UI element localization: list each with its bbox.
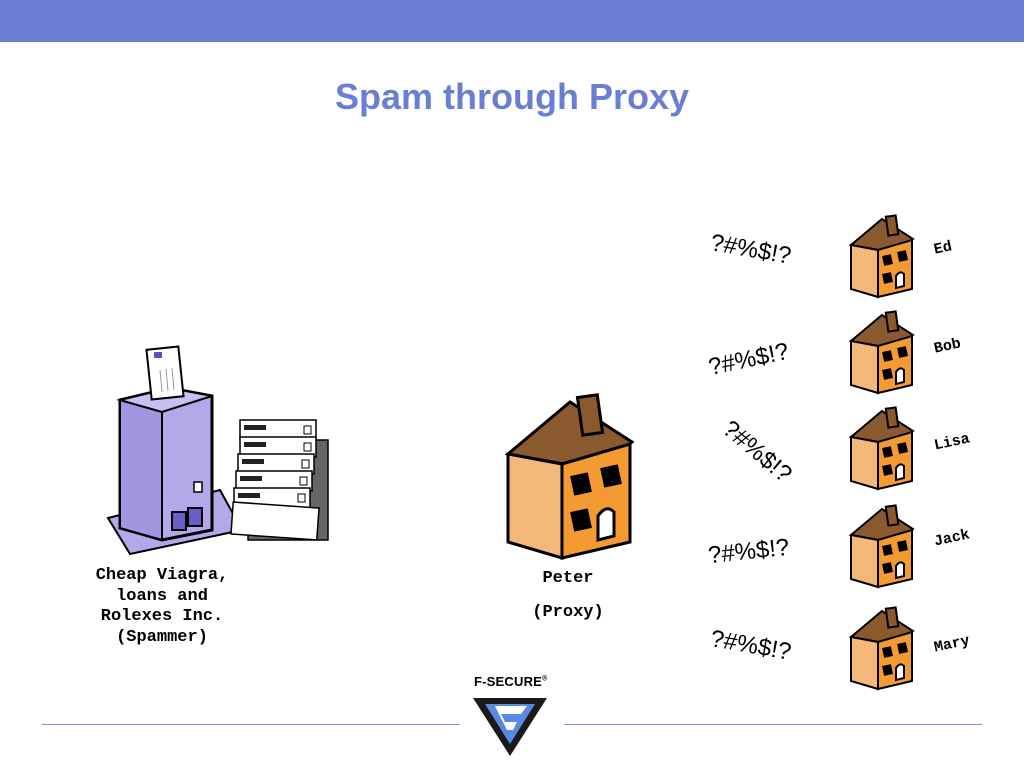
recipient-name: Lisa xyxy=(932,430,972,455)
recipient-house-icon xyxy=(848,504,915,589)
reaction-text: ?#%$!? xyxy=(708,229,794,270)
slide-title: Spam through Proxy xyxy=(334,76,690,117)
recipient-house-icon xyxy=(848,310,915,395)
recipient-house-icon xyxy=(848,406,915,491)
proxy-role: (Proxy) xyxy=(532,603,604,622)
recipient-name: Jack xyxy=(932,526,972,551)
mail-server-icon xyxy=(106,345,329,556)
recipient-name: Bob xyxy=(932,335,963,358)
spammer-label: Cheap Viagra, loans and Rolexes Inc. (Sp… xyxy=(95,566,229,647)
reaction-text: ?#%$!? xyxy=(708,625,794,666)
top-band xyxy=(0,0,1024,42)
proxy-name: Peter xyxy=(542,569,594,588)
brand-logo-text: F-SECURE® xyxy=(474,674,548,689)
brand-logo-mark-icon xyxy=(473,698,547,756)
reaction-text: ?#%$!? xyxy=(705,337,792,382)
footer-rule-left xyxy=(42,724,460,725)
recipient-name: Ed xyxy=(932,238,954,259)
reaction-text: ?#%$!? xyxy=(717,415,797,489)
recipient-house-icon xyxy=(848,214,915,299)
recipient-name: Mary xyxy=(932,632,972,657)
house-icon xyxy=(504,393,635,561)
reaction-text: ?#%$!? xyxy=(706,533,791,570)
recipient-house-icon xyxy=(848,606,915,691)
footer-rule-right xyxy=(564,724,982,725)
